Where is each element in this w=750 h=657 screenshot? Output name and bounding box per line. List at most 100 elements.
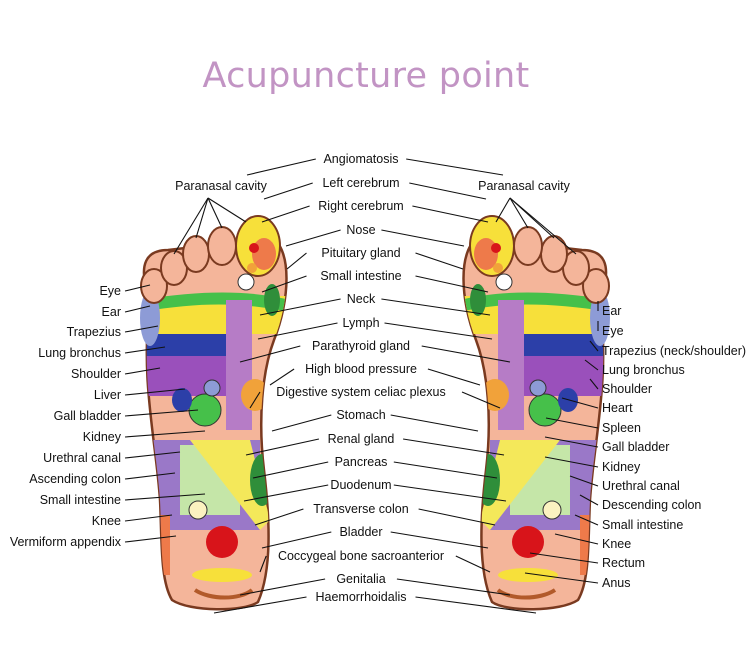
right-foot	[462, 215, 610, 611]
center-label: Digestive system celiac plexus	[276, 385, 446, 399]
leader-line	[259, 555, 267, 573]
leader-line	[545, 417, 599, 429]
center-label: Stomach	[336, 408, 385, 422]
leader-line	[254, 508, 304, 526]
left-label: Shoulder	[71, 367, 121, 381]
right-label: Anus	[602, 576, 631, 590]
right-label: Kidney	[602, 460, 641, 474]
leader-line	[406, 158, 504, 176]
right-label: Small intestine	[602, 518, 683, 532]
leader-line	[390, 414, 479, 432]
leader-line	[269, 368, 295, 386]
center-label: High blood pressure	[305, 362, 417, 376]
leader-line	[561, 397, 599, 409]
leader-line	[249, 391, 261, 409]
center-label: Coccygeal bone sacroanterior	[278, 549, 444, 563]
leader-line	[589, 340, 599, 352]
leader-line	[261, 531, 332, 549]
leader-line	[239, 345, 301, 363]
right-label: Gall bladder	[602, 440, 669, 454]
leader-line	[393, 484, 507, 502]
label-paranasal-left: Paranasal cavity	[175, 179, 267, 193]
leader-line	[271, 414, 332, 432]
leader-line	[286, 252, 307, 270]
leader-line	[124, 472, 176, 480]
right-label: Trapezius (neck/shoulder)	[602, 344, 746, 358]
leader-line	[461, 391, 501, 409]
leader-line	[418, 508, 496, 526]
right-label: Heart	[602, 401, 633, 415]
center-label: Renal gland	[328, 432, 395, 446]
leader-line	[124, 430, 206, 438]
leader-line	[124, 284, 151, 292]
leader-line	[243, 484, 329, 502]
leader-line	[421, 345, 511, 363]
left-label: Knee	[92, 514, 121, 528]
leader-line	[381, 298, 491, 316]
leader-line	[124, 305, 151, 313]
right-label: Shoulder	[602, 382, 652, 396]
left-label: Trapezius	[67, 325, 121, 339]
right-label: Eye	[602, 324, 624, 338]
leader-line	[409, 182, 487, 200]
leader-line	[427, 368, 481, 386]
leader-line	[403, 438, 505, 456]
leader-line	[455, 555, 491, 573]
leader-line	[124, 367, 161, 375]
page-title: Acupuncture point	[202, 56, 530, 96]
right-label: Lung bronchus	[602, 363, 685, 377]
leader-line	[261, 205, 310, 223]
center-label: Haemorrhoidalis	[315, 590, 406, 604]
leader-line	[381, 229, 465, 247]
leader-line	[390, 531, 489, 549]
leader-line	[415, 596, 537, 614]
leader-line	[259, 298, 341, 316]
left-label: Urethral canal	[43, 451, 121, 465]
leader-line	[396, 578, 511, 596]
leader-line	[415, 275, 489, 293]
center-label: Genitalia	[336, 572, 385, 586]
center-label: Pancreas	[335, 455, 388, 469]
leader-line	[415, 252, 464, 270]
leader-line	[246, 158, 316, 176]
leader-line	[124, 514, 173, 522]
center-label: Duodenum	[330, 478, 391, 492]
leader-line	[584, 359, 599, 371]
left-label: Ear	[102, 305, 121, 319]
center-label: Right cerebrum	[318, 199, 403, 213]
center-label: Left cerebrum	[322, 176, 399, 190]
leader-line	[257, 322, 338, 340]
leader-line	[124, 493, 206, 501]
leader-line	[412, 205, 489, 223]
left-label: Small intestine	[40, 493, 121, 507]
right-label: Ear	[602, 304, 621, 318]
left-label: Liver	[94, 388, 121, 402]
leader-line	[524, 572, 599, 584]
paranasal-leader-lines	[173, 197, 577, 255]
leader-line	[124, 388, 186, 396]
right-label: Spleen	[602, 421, 641, 435]
leader-line	[544, 436, 599, 448]
center-label: Pituitary gland	[321, 246, 400, 260]
center-label: Nose	[346, 223, 375, 237]
left-label: Gall bladder	[54, 409, 121, 423]
left-label: Ascending colon	[29, 472, 121, 486]
left-label: Vermiform appendix	[10, 535, 122, 549]
left-label: Kidney	[83, 430, 122, 444]
right-label: Rectum	[602, 556, 645, 570]
leader-line	[529, 552, 599, 564]
center-label: Small intestine	[320, 269, 401, 283]
center-label: Angiomatosis	[323, 152, 398, 166]
left-foot	[140, 215, 288, 611]
leader-line	[554, 533, 599, 545]
leader-line	[544, 456, 599, 468]
leader-line	[589, 378, 599, 390]
label-paranasal-right: Paranasal cavity	[478, 179, 570, 193]
leader-line	[124, 346, 166, 354]
leader-line	[574, 514, 599, 526]
center-label: Lymph	[342, 316, 379, 330]
